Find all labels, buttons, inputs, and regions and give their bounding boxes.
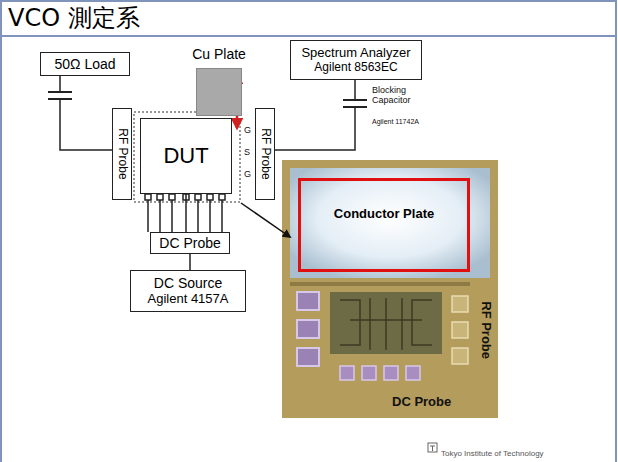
pin-name: G (244, 126, 251, 136)
chip-photo (412, 300, 432, 345)
node-label: Spectrum Analyzer (301, 46, 410, 61)
capacitor-symbol (48, 98, 72, 100)
chip-photo (370, 298, 402, 350)
chip-photo (297, 292, 319, 366)
chip-photo (406, 366, 420, 380)
photo-label: DC Probe (392, 395, 451, 409)
cu-plate: Cu Plate (186, 46, 252, 116)
capacitor-symbol (343, 101, 367, 107)
logo-text-box: Tokyo Institute of Technology (441, 442, 544, 460)
capacitor-symbol (343, 106, 367, 108)
dc-pins (195, 194, 201, 200)
slide-frame (615, 0, 617, 462)
chip-photo (340, 366, 354, 380)
node-label: RF Probe (258, 128, 272, 179)
connector-wire (189, 254, 191, 270)
chip-photo (297, 320, 319, 338)
chip-photo (350, 319, 422, 321)
connector-wire (275, 80, 355, 150)
slide-frame (1, 0, 617, 2)
chip-photo (297, 348, 319, 366)
dut-box: DUT (140, 118, 232, 194)
zoom-arrow (241, 203, 290, 237)
chip-photo (340, 298, 432, 350)
dc-pins (207, 194, 213, 200)
chip-photo (384, 366, 398, 380)
component-name-box: Blocking Capacitor (372, 86, 432, 106)
pin-name-box: S (244, 141, 250, 159)
component-name: Blocking Capacitor (372, 86, 432, 106)
node-label: Conductor Plate (334, 207, 434, 222)
logo-icon (430, 446, 435, 451)
slide-frame (0, 0, 2, 462)
chip-photo (330, 292, 442, 354)
analyzer-box: Spectrum AnalyzerAgilent 8563EC (290, 40, 422, 80)
probe-box: RF Probe (255, 108, 275, 200)
chip-photo (297, 292, 319, 310)
dc-source-box: DC SourceAgilent 4157A (130, 270, 246, 312)
logo-icon (428, 443, 437, 452)
chip-photo (452, 322, 468, 338)
connector-wire (185, 194, 187, 232)
node-label: Cu Plate (192, 46, 246, 62)
chip-photo (290, 282, 470, 286)
slide-title: VCO 測定系 (8, 5, 140, 31)
capacitor-symbol (48, 92, 72, 99)
chip-photo (282, 160, 498, 418)
capacitor-symbol (343, 100, 367, 107)
chip-photo (452, 348, 468, 364)
chip-photo (340, 300, 360, 345)
chip-photo (452, 296, 468, 312)
cu-plate-square (196, 68, 242, 116)
connector-wire (60, 76, 112, 150)
chip-photo (452, 296, 468, 364)
node-label: DUT (163, 143, 208, 168)
pin-name-box: G (244, 163, 251, 181)
load-box: 50Ω Load (40, 52, 130, 76)
probe-box: RF Probe (112, 108, 132, 200)
chip-photo (290, 168, 490, 278)
slide-frame (1, 35, 617, 37)
node-label: RF Probe (115, 128, 129, 179)
pin-name: G (244, 170, 251, 180)
logo-icon (428, 443, 437, 452)
photo-label: RF Probe (479, 301, 493, 359)
capacitor-symbol (48, 91, 72, 93)
dc-pins (157, 194, 163, 200)
chip-photo (340, 366, 420, 380)
capacitor-symbol (48, 93, 72, 99)
pin-name-box: G (244, 119, 251, 137)
capacitor-symbol (343, 99, 367, 101)
model-number-box: Agilent 11742A (372, 110, 419, 128)
model-number: Agilent 8563EC (314, 61, 397, 75)
logo-text: Tokyo Institute of Technology (441, 450, 544, 459)
conductor-plate-region: Conductor Plate (298, 178, 470, 272)
dc-pins (145, 194, 151, 200)
dc-pins (145, 194, 225, 232)
node-label: 50Ω Load (54, 56, 115, 72)
dc-probe-box: DC Probe (150, 232, 230, 254)
model-number: Agilent 4157A (148, 292, 229, 307)
model-number: Agilent 11742A (372, 118, 419, 126)
dc-pins (219, 194, 225, 200)
photo-label-box: RF Probe (476, 292, 496, 368)
photo-label-box: DC Probe (392, 392, 451, 410)
node-label: DC Source (154, 275, 222, 291)
chip-photo (282, 160, 498, 418)
dut-outline (134, 112, 240, 202)
node-label: DC Probe (159, 235, 220, 251)
dc-pins (169, 194, 175, 200)
chip-photo (362, 366, 376, 380)
pin-name: S (244, 148, 250, 158)
